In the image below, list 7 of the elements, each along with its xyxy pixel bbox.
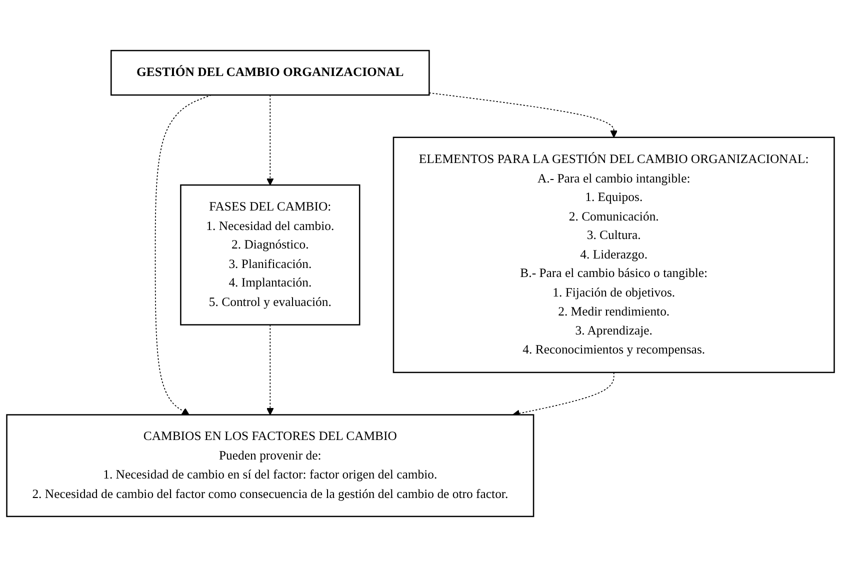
node-box: ELEMENTOS PARA LA GESTIÓN DEL CAMBIO ORGANIZACIONAL: A.- Para el cambio intangible: 1. Equipos. 2. Comunicación. 3. Cultura. 4. Liderazgo. B.- Para el cambio básico o tangible: 1. Fijación de objetivos. 2. Medir rendimiento. 3. Aprendizaje. 4. Reconocimientos y recompensas. <box>392 136 835 374</box>
arrow <box>266 94 274 186</box>
node-box: FASES DEL CAMBIO: 1. Necesidad del cambio. 2. Diagnóstico. 3. Planificación. 4. Implantación. 5. Control y evaluación. <box>180 184 360 326</box>
arrow <box>428 92 618 138</box>
arrow <box>266 324 274 416</box>
node-box: CAMBIOS EN LOS FACTORES DEL CAMBIO Pueden provenir de: 1. Necesidad de cambio en sí del factor: factor origen del cambio. 2. Necesidad de cambio del factor como consecuencia de la gestión del cambio de otro factor. <box>6 414 534 518</box>
node-box: GESTIÓN DEL CAMBIO ORGANIZACIONAL <box>110 50 430 96</box>
